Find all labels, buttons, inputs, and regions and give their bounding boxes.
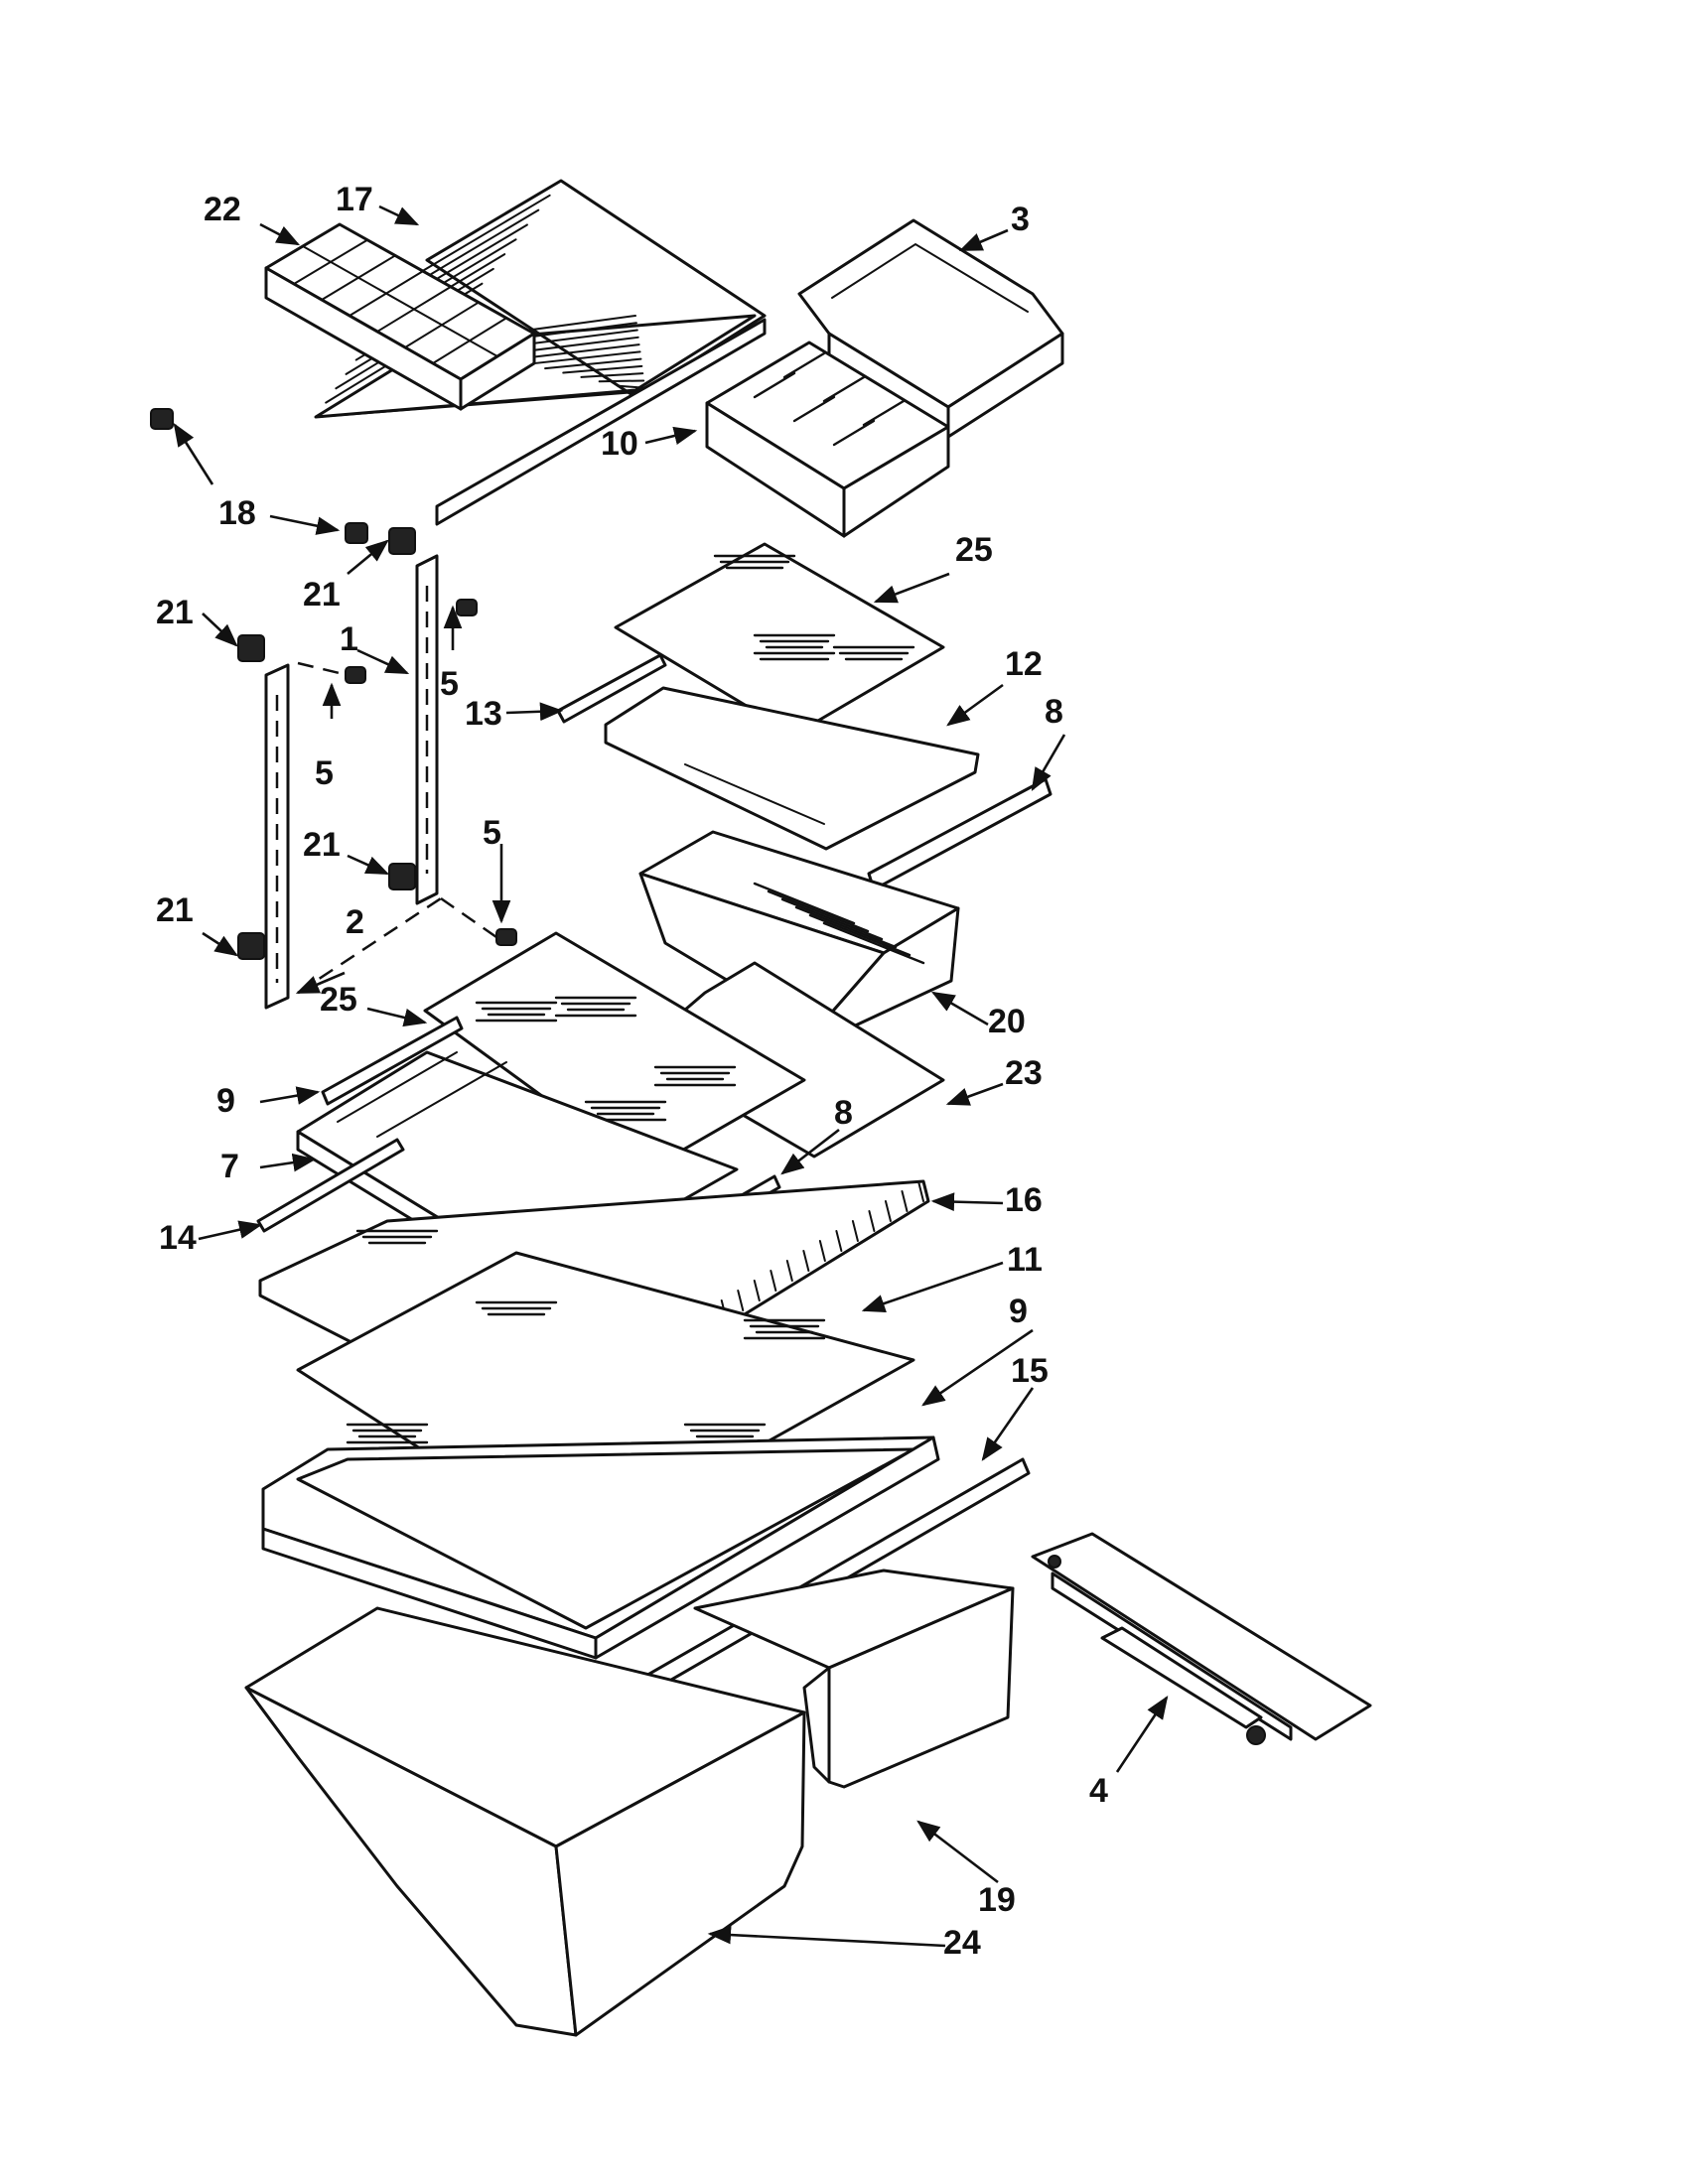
callout-15: 15: [1011, 1352, 1049, 1390]
callout-5-lower: 5: [483, 814, 501, 852]
detail-line: [544, 357, 642, 370]
crisper-cover-bottom: [261, 1435, 940, 1660]
detail-line: [753, 882, 856, 925]
detail-line: [426, 180, 562, 261]
detail-line: [822, 375, 866, 403]
callout-17: 17: [336, 181, 373, 218]
callout-5-middle: 5: [315, 754, 334, 792]
callout-25-middle: 25: [320, 981, 357, 1019]
crisper-drawer-small: [693, 1569, 1015, 1789]
detail-line: [851, 1220, 859, 1242]
detail-line: [822, 921, 925, 965]
callout-8-lower: 8: [834, 1094, 853, 1132]
shelf-support-pins: [150, 408, 368, 544]
ladder-screws: [297, 599, 517, 995]
callout-21-top-right: 21: [303, 576, 341, 614]
trim-9-upper: [321, 1016, 464, 1106]
callout-4: 4: [1089, 1772, 1108, 1810]
detail-line: [780, 897, 884, 941]
detail-line: [770, 1270, 777, 1292]
detail-line: [525, 350, 641, 365]
callout-24: 24: [943, 1924, 981, 1962]
shelf-ladder-right: [388, 527, 439, 905]
detail-line: [302, 245, 498, 357]
ice-cube-tray: [264, 222, 536, 411]
callout-12: 12: [1005, 645, 1043, 683]
detail-line: [737, 1290, 745, 1311]
callout-9-upper: 9: [216, 1082, 235, 1120]
detail-line: [832, 419, 876, 447]
callout-leaders: [173, 205, 1169, 1948]
callout-8-upper: 8: [1045, 693, 1063, 731]
callout-20: 20: [988, 1003, 1026, 1040]
callout-19: 19: [978, 1881, 1016, 1919]
callout-18: 18: [218, 494, 256, 532]
callout-10: 10: [601, 425, 638, 463]
detail-line: [785, 1260, 793, 1282]
shelf-ladder-left: [237, 634, 290, 1010]
callout-21-bottom-right: 21: [303, 826, 341, 864]
detail-line: [818, 1240, 826, 1262]
callout-22: 22: [204, 191, 241, 228]
callout-5-upper: 5: [440, 665, 459, 703]
callout-11: 11: [1007, 1241, 1043, 1279]
detail-line: [598, 379, 645, 383]
detail-line: [884, 1200, 892, 1222]
detail-line: [901, 1190, 909, 1212]
callout-21-top-left: 21: [156, 594, 194, 631]
detail-line: [792, 395, 836, 423]
detail-line: [802, 1250, 810, 1272]
detail-line: [753, 1280, 761, 1301]
detail-line: [868, 1210, 876, 1232]
callout-25-upper: 25: [955, 531, 993, 569]
deli-drawer: [638, 830, 960, 1044]
callout-13: 13: [465, 695, 502, 733]
detail-line: [808, 913, 912, 957]
callout-9-lower: 9: [1009, 1293, 1028, 1330]
detail-line: [580, 372, 644, 378]
detail-line: [753, 371, 796, 399]
crisper-cover-frame: [604, 686, 980, 851]
detail-line: [782, 351, 826, 379]
callout-16: 16: [1005, 1181, 1043, 1219]
callout-7: 7: [220, 1148, 239, 1185]
detail-line: [415, 194, 551, 276]
crisper-slide-assembly: [1031, 1532, 1372, 1745]
glass-shelf-upper: [614, 542, 945, 737]
detail-line: [562, 364, 643, 374]
detail-line: [917, 1180, 924, 1202]
detail-line: [794, 905, 898, 949]
callout-3: 3: [1011, 201, 1030, 238]
detail-line: [862, 399, 906, 427]
callout-labels: 22 17 3 10 18 21 21 1 5 5 25 12 13 8 21 …: [156, 181, 1108, 1962]
callout-2: 2: [346, 903, 364, 941]
detail-line: [767, 889, 870, 933]
callout-21-bottom-left: 21: [156, 891, 194, 929]
callout-1: 1: [340, 620, 358, 658]
bin-holder: [705, 341, 950, 538]
callout-14: 14: [159, 1219, 197, 1257]
crisper-drawer-large: [244, 1606, 806, 2037]
detail-line: [835, 1230, 843, 1252]
detail-line: [616, 384, 646, 389]
callout-23: 23: [1005, 1054, 1043, 1092]
